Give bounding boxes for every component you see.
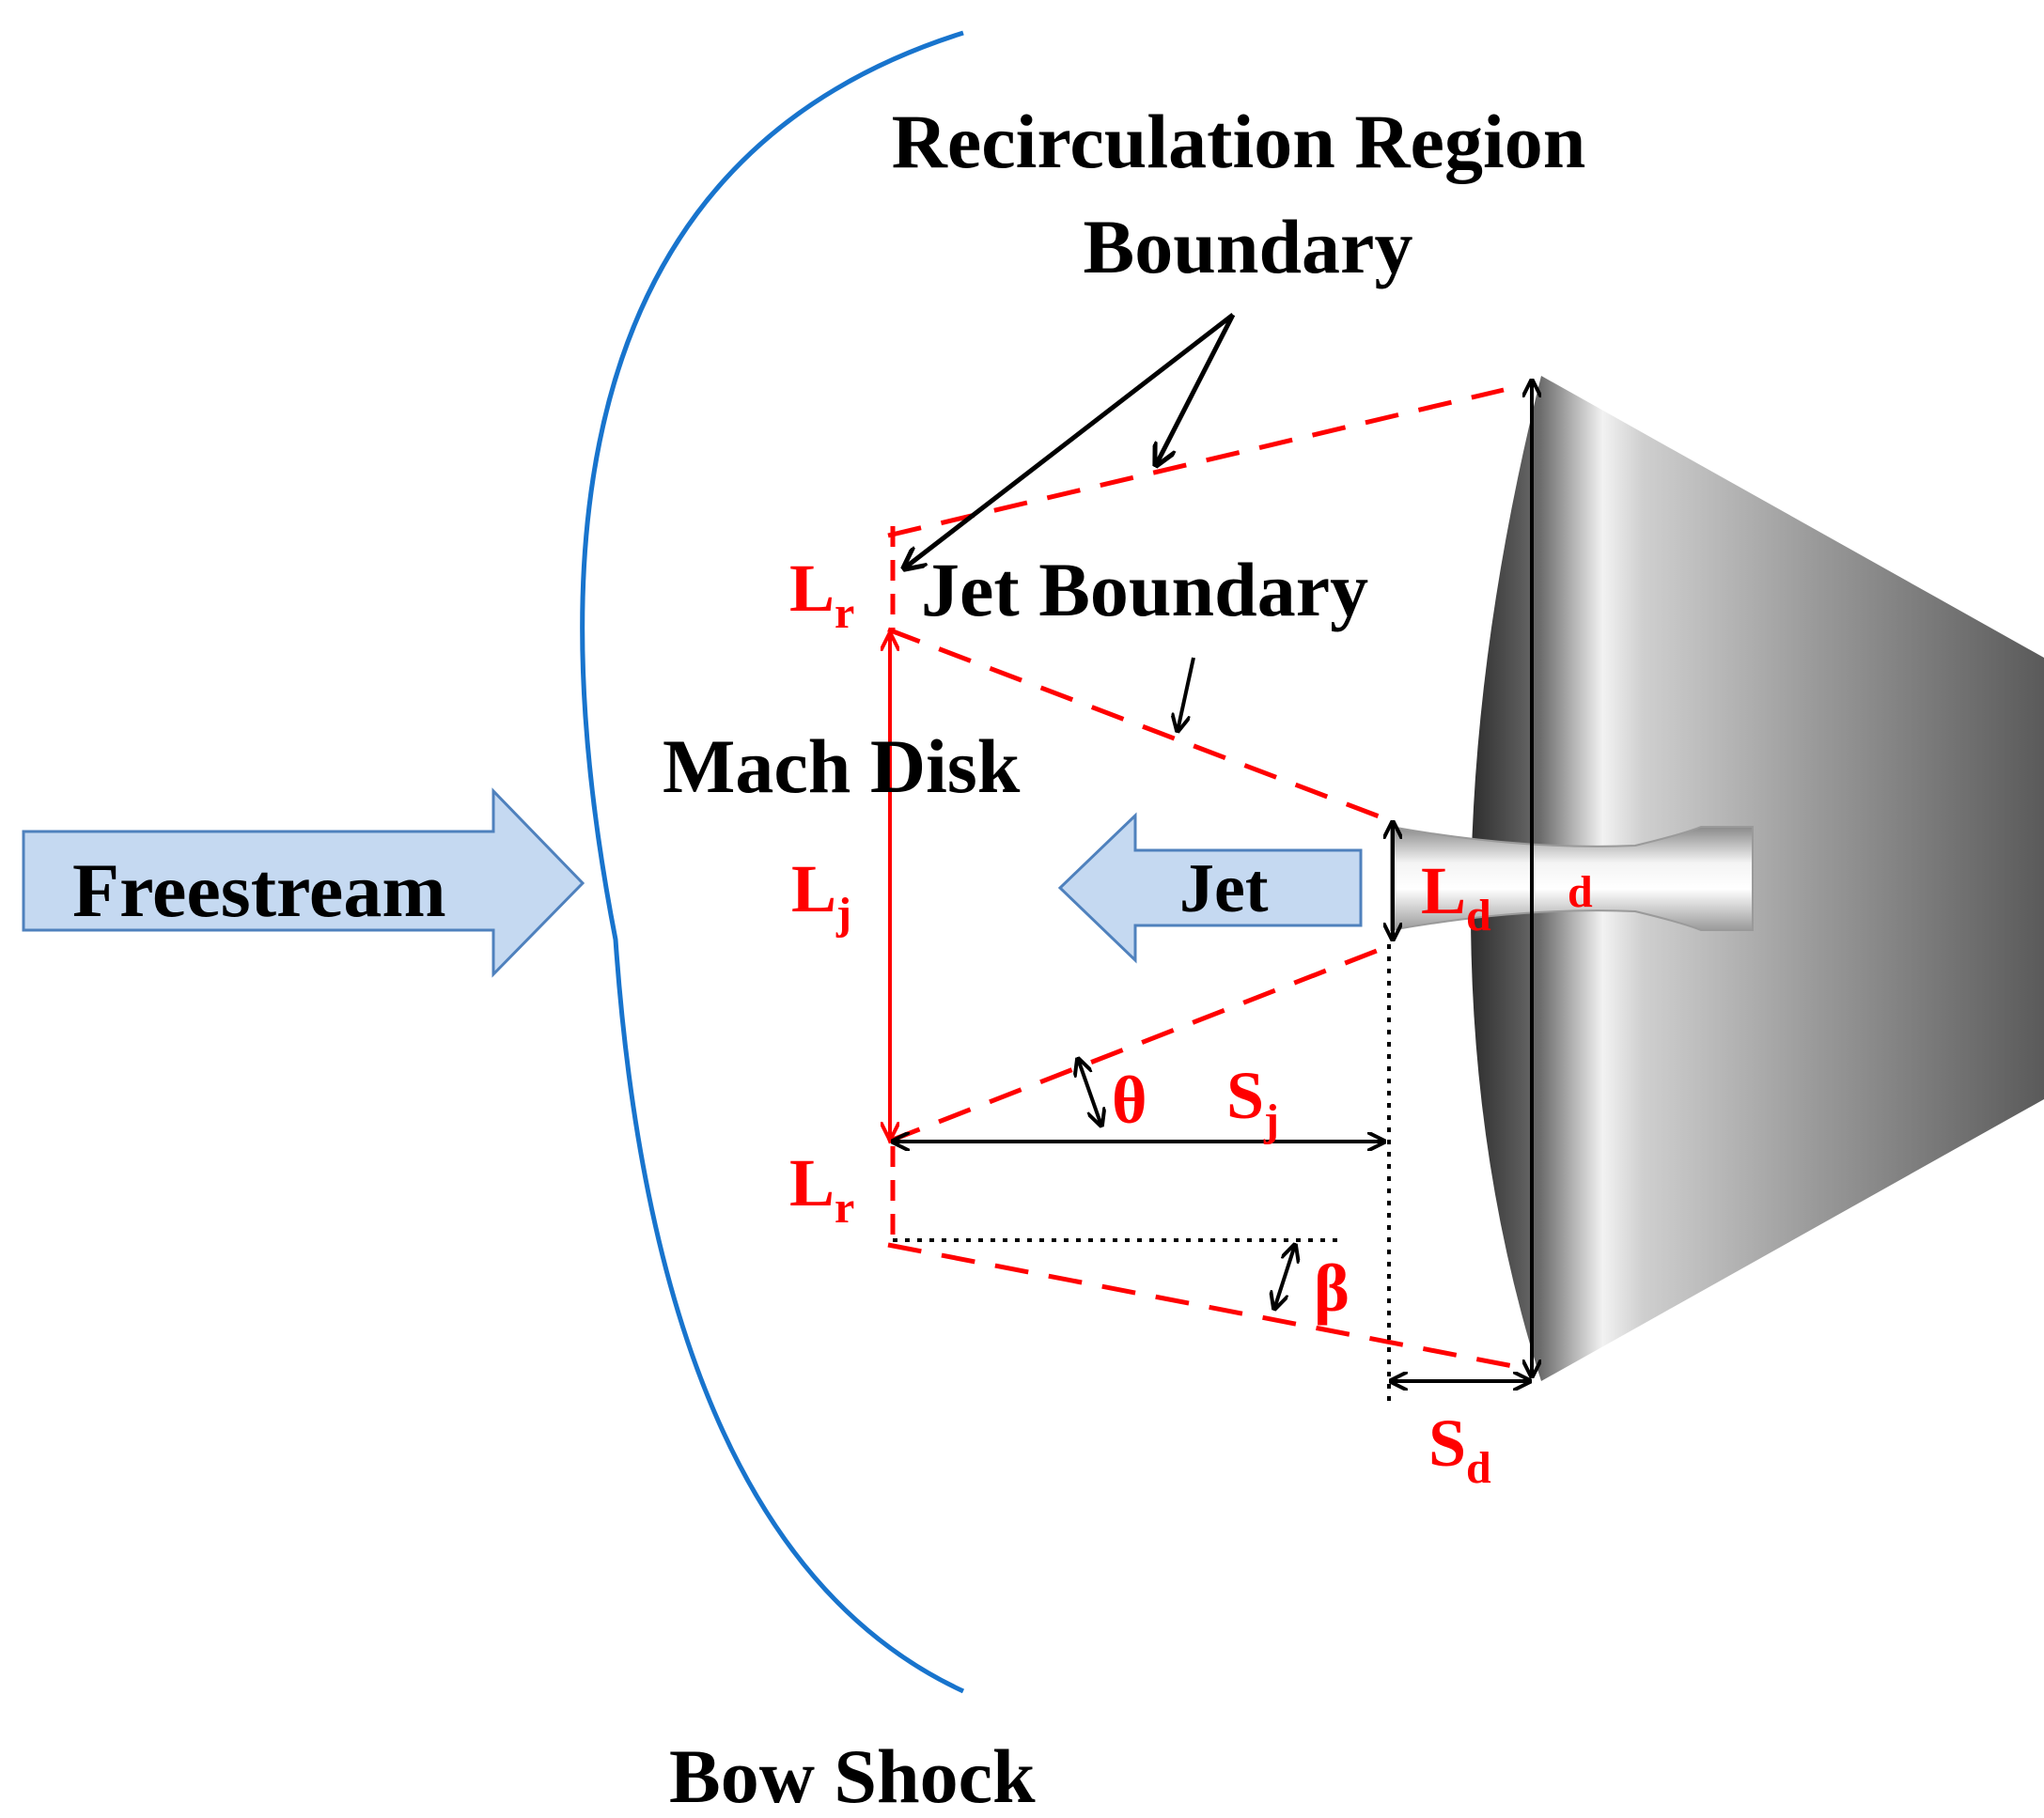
recirculation-leader-arrows	[904, 313, 1236, 568]
jet-boundary-leader-arrow	[1178, 657, 1195, 731]
recirculation-label-line2: Boundary	[1084, 204, 1413, 289]
capsule-body	[1390, 376, 2044, 1381]
theta-angle-arrow	[1078, 1059, 1101, 1126]
beta-angle-arrow	[1274, 1245, 1295, 1309]
jet-label: Jet	[1179, 850, 1269, 927]
theta-symbol: θ	[1112, 1063, 1147, 1138]
lr-top-symbol: Lr	[789, 551, 854, 638]
jet-boundary-label: Jet Boundary	[921, 547, 1368, 632]
freestream-arrow	[22, 787, 585, 978]
beta-symbol: β	[1314, 1251, 1350, 1326]
freestream-label: Freestream	[72, 847, 446, 933]
mach-disk-label: Mach Disk	[663, 723, 1021, 809]
sd-symbol: Sd	[1428, 1406, 1491, 1493]
recirculation-label-line1: Recirculation Region	[892, 99, 1586, 184]
d-symbol: d	[1568, 867, 1593, 917]
lr-bottom-symbol: Lr	[789, 1145, 854, 1233]
sj-symbol: Sj	[1226, 1058, 1279, 1145]
ld-symbol: Ld	[1421, 853, 1491, 940]
bow-shock-label: Bow Shock	[669, 1733, 1036, 1818]
lj-symbol: Lj	[791, 851, 851, 939]
bow-shock-curve	[580, 30, 965, 1694]
jet-arrow	[1057, 812, 1363, 964]
jet-boundary-lines	[887, 627, 1382, 1144]
